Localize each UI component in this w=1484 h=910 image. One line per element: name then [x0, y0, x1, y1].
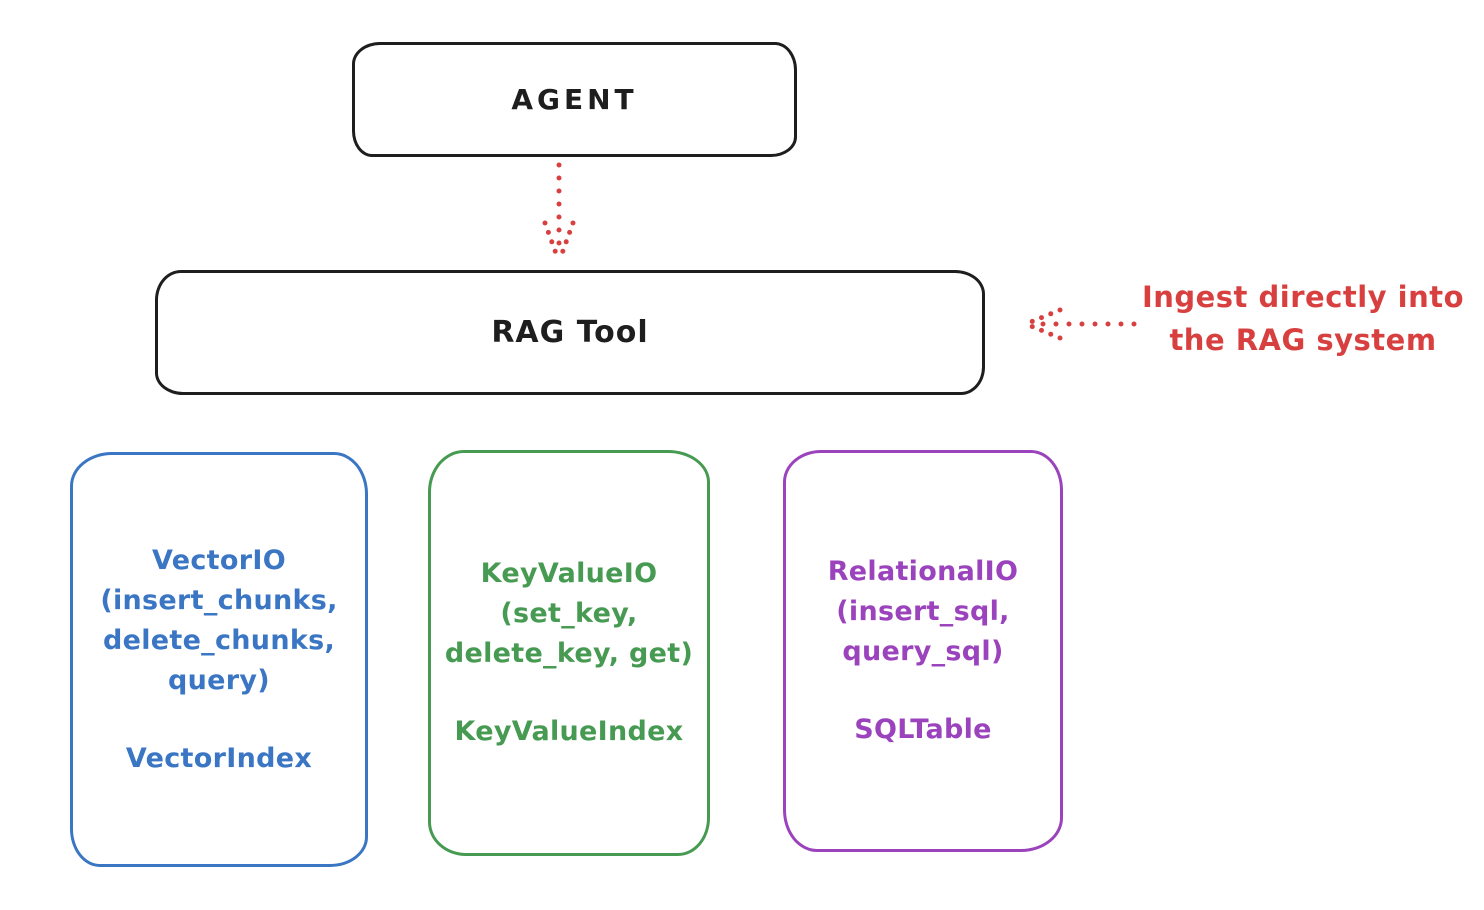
- box-title-line: (insert_sql,: [836, 596, 1010, 627]
- vector-io-box: VectorIO (insert_chunks, delete_chunks, …: [70, 452, 368, 867]
- relational-io-box: RelationalIO (insert_sql, query_sql) SQL…: [783, 450, 1063, 852]
- rag-tool-box: RAG Tool: [155, 270, 985, 395]
- keyvalue-io-box: KeyValueIO (set_key, delete_key, get) Ke…: [428, 450, 710, 856]
- box-title-line: query): [168, 664, 270, 696]
- agent-to-rag-arrow: [542, 162, 576, 262]
- arrowhead-left-wing: [542, 220, 561, 262]
- arrowhead-top-wing: [1023, 307, 1063, 327]
- rag-tool-label: RAG Tool: [491, 315, 649, 350]
- box-title-line: VectorIO: [152, 544, 286, 576]
- arrowhead-right-wing: [557, 220, 576, 262]
- agent-label: AGENT: [511, 83, 638, 116]
- index-label: KeyValueIndex: [454, 716, 684, 747]
- box-title-line: (set_key,: [500, 598, 638, 629]
- ingest-arrow: [1023, 307, 1137, 341]
- agent-box: AGENT: [352, 42, 797, 157]
- box-title-line: RelationalIO: [827, 556, 1019, 587]
- annotation-line: Ingest directly into: [1141, 280, 1465, 314]
- box-title-line: (insert_chunks,: [100, 584, 338, 616]
- ingest-annotation: Ingest directly into the RAG system: [1128, 276, 1478, 362]
- index-label: SQLTable: [854, 714, 992, 745]
- box-title-line: query_sql): [842, 636, 1004, 667]
- box-title-line: delete_key, get): [444, 638, 694, 669]
- box-title-line: delete_chunks,: [102, 624, 336, 656]
- arrowhead-bottom-wing: [1023, 321, 1063, 341]
- annotation-line: the RAG system: [1169, 323, 1437, 357]
- box-title-line: KeyValueIO: [480, 558, 658, 589]
- index-label: VectorIndex: [125, 742, 313, 774]
